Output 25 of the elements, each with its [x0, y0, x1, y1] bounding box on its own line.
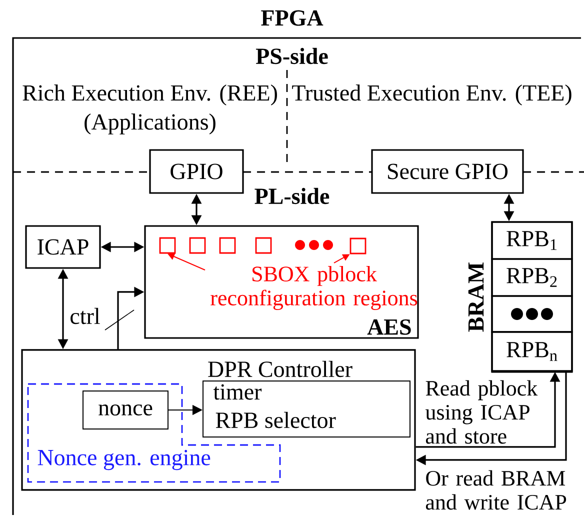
process-box: timer RPB selector	[202, 380, 410, 438]
port-box: GPIO	[149, 149, 244, 194]
frame-title: FPGA	[261, 10, 324, 26]
section-heading: PL-side	[254, 188, 330, 204]
callout-text: SBOX pblock reconfiguration regions	[210, 266, 418, 310]
section-heading: PS-side	[256, 48, 328, 64]
process-box: nonce	[82, 390, 168, 430]
region-square	[350, 238, 366, 254]
region-square	[159, 237, 176, 254]
memory-cell: RPB$_{2}$	[491, 258, 573, 297]
port-box: ICAP	[25, 225, 101, 269]
region-square	[189, 237, 206, 254]
region-label: Rich Execution Env. (REE)	[22, 84, 278, 106]
region-label: Trusted Execution Env. (TEE)	[292, 84, 572, 106]
region-square	[255, 237, 272, 254]
node-label: BRAM	[468, 262, 484, 332]
memory-cell	[491, 295, 573, 333]
port-box: Secure GPIO	[371, 149, 524, 194]
edge-label: Or read BRAM and write ICAP	[426, 470, 566, 510]
memory-cell: RPB$_{n}$	[491, 331, 573, 372]
region-square	[219, 237, 236, 254]
region-label: (Applications)	[84, 114, 216, 134]
memory-cell: RPB$_{1}$	[491, 221, 573, 260]
edge-label: ctrl	[70, 308, 100, 324]
edge-label: Read pblock using ICAP and store	[425, 380, 538, 444]
